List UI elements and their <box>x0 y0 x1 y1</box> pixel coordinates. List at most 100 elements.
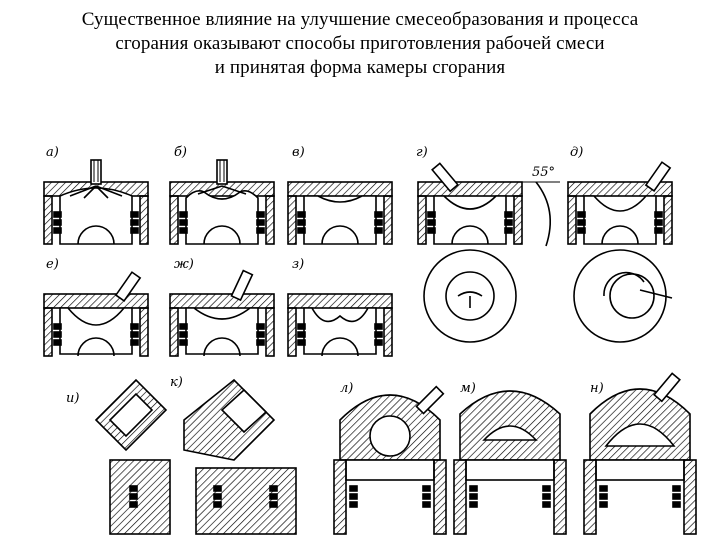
piston-ring <box>269 501 278 508</box>
piston-ring <box>297 331 306 338</box>
title-line-1: Существенное влияние на улучшение смесео… <box>81 9 639 30</box>
piston-ring <box>672 485 681 492</box>
piston-ring <box>297 219 306 226</box>
b-piston <box>185 190 259 245</box>
label-v: в) <box>292 145 305 160</box>
piston-ring <box>213 485 222 492</box>
k-head <box>183 378 276 461</box>
zh-piston <box>185 307 259 355</box>
a-injector <box>90 159 102 185</box>
title-line-2: сгорания оказывают способы приготовления… <box>115 33 605 54</box>
piston-ring <box>577 219 586 226</box>
e-pin-bore <box>77 337 115 357</box>
zh-cylinder-head <box>169 293 275 309</box>
label-k: к) <box>170 375 183 390</box>
a-pin-bore <box>77 225 115 245</box>
piston-ring <box>672 493 681 500</box>
plan-view-g-swirl <box>457 291 483 308</box>
z-pin-bore <box>321 337 359 357</box>
angle-label: 55° <box>532 165 555 180</box>
piston-ring <box>130 227 139 234</box>
piston-ring <box>179 219 188 226</box>
label-g: г) <box>416 145 428 160</box>
l-wall-right <box>433 459 447 535</box>
piston-ring <box>504 219 513 226</box>
b-spray <box>197 185 247 195</box>
e-cylinder-head <box>43 293 149 309</box>
piston-ring <box>53 219 62 226</box>
piston-ring <box>427 227 436 234</box>
b-pin-bore <box>203 225 241 245</box>
l-injector-group <box>415 385 445 415</box>
d-injector-group <box>644 161 672 192</box>
z-wall-right <box>383 307 393 357</box>
piston-ring <box>654 227 663 234</box>
piston-ring <box>672 501 681 508</box>
g-piston <box>433 195 507 245</box>
b-wall-left <box>169 195 179 245</box>
piston-ring <box>130 211 139 218</box>
piston-ring <box>129 501 138 508</box>
piston-ring <box>542 493 551 500</box>
piston-ring <box>349 485 358 492</box>
n-wall-left <box>583 459 597 535</box>
n-injector <box>653 372 681 403</box>
piston-ring <box>269 493 278 500</box>
k-chamber <box>220 388 268 434</box>
plan-view-g-inner <box>445 271 495 321</box>
v-pin-bore <box>321 225 359 245</box>
m-chamber <box>482 425 538 441</box>
piston-ring <box>374 339 383 346</box>
piston-ring <box>297 339 306 346</box>
v-cylinder-head <box>287 181 393 197</box>
piston-ring <box>422 493 431 500</box>
zh-injector-group <box>230 269 254 302</box>
piston-ring <box>256 227 265 234</box>
i-prechamber <box>108 392 154 438</box>
piston-ring <box>130 323 139 330</box>
a-wall-right <box>139 195 149 245</box>
piston-ring <box>53 211 62 218</box>
piston-ring <box>53 323 62 330</box>
piston-ring <box>130 339 139 346</box>
n-wall-right <box>683 459 697 535</box>
piston-ring <box>179 227 188 234</box>
piston-ring <box>374 219 383 226</box>
piston-ring <box>130 331 139 338</box>
piston-ring <box>53 339 62 346</box>
piston-ring <box>53 331 62 338</box>
piston-ring <box>130 219 139 226</box>
z-cylinder-head <box>287 293 393 309</box>
piston-ring <box>297 211 306 218</box>
piston-ring <box>654 211 663 218</box>
piston-ring <box>542 501 551 508</box>
piston-ring <box>374 331 383 338</box>
piston-ring <box>297 323 306 330</box>
plan-view-g-outer <box>423 249 517 343</box>
zh-injector <box>230 269 254 302</box>
piston-ring <box>599 493 608 500</box>
b-wall-right <box>265 195 275 245</box>
g-injector-group <box>431 162 459 193</box>
d-pin-bore <box>601 225 639 245</box>
piston-ring <box>469 493 478 500</box>
a-wall-left <box>43 195 53 245</box>
l-injector <box>415 385 445 415</box>
l-piston-top <box>345 459 435 481</box>
l-wall-left <box>333 459 347 535</box>
piston-ring <box>654 219 663 226</box>
label-e: е) <box>46 257 59 272</box>
plan-view-d-swirl <box>603 271 673 299</box>
plan-view-d-outer <box>573 249 667 343</box>
piston-ring <box>179 331 188 338</box>
piston-ring <box>577 211 586 218</box>
e-wall-left <box>43 307 53 357</box>
piston-ring <box>53 227 62 234</box>
piston-ring <box>374 323 383 330</box>
piston-ring <box>599 501 608 508</box>
piston-ring <box>599 485 608 492</box>
g-cylinder-head <box>417 181 523 197</box>
zh-pin-bore <box>203 337 241 357</box>
m-wall-left <box>453 459 467 535</box>
l-swirl-chamber <box>369 415 411 457</box>
